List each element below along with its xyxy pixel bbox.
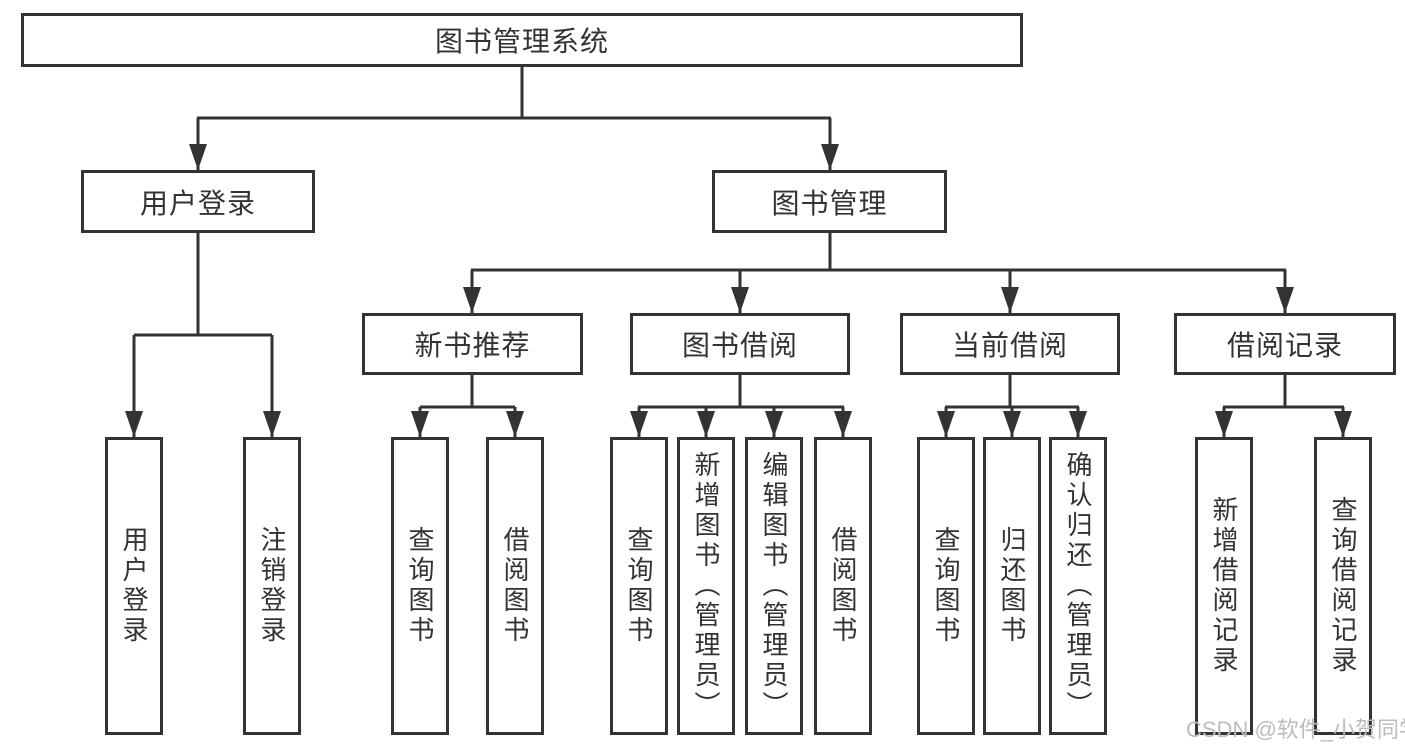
leaf-recommend-query-books: 查询图书: [391, 437, 449, 735]
csdn-watermark: CSDN @软件_小贺同学: [1186, 717, 1405, 742]
node-current-borrow: 当前借阅: [900, 313, 1120, 375]
leaf-query-borrow-record: 查询借阅记录: [1314, 437, 1372, 735]
leaf-recommend-borrow-books: 借阅图书: [486, 437, 544, 735]
leaf-borrow-books: 借阅图书: [814, 437, 872, 735]
node-new-book-recommend: 新书推荐: [362, 313, 583, 375]
node-book-borrow: 图书借阅: [630, 313, 850, 375]
leaf-edit-books-admin: 编辑图书（管理员）: [745, 437, 803, 735]
leaf-logout: 注销登录: [243, 437, 301, 735]
node-book-management-branch: 图书管理: [712, 170, 947, 233]
leaf-current-query-books: 查询图书: [917, 437, 975, 735]
leaf-confirm-return-admin: 确认归还（管理员）: [1049, 437, 1107, 735]
leaf-user-login: 用户登录: [105, 437, 163, 735]
tree-edges: [132, 67, 1345, 437]
leaf-return-books: 归还图书: [983, 437, 1041, 735]
node-user-login-branch: 用户登录: [81, 170, 315, 233]
arrowheads: [125, 144, 1352, 437]
node-borrow-records: 借阅记录: [1174, 313, 1396, 375]
leaf-add-borrow-record: 新增借阅记录: [1195, 437, 1253, 735]
leaf-add-books-admin: 新增图书（管理员）: [677, 437, 735, 735]
node-root-library-system: 图书管理系统: [21, 13, 1023, 67]
leaf-borrow-query-books: 查询图书: [610, 437, 668, 735]
